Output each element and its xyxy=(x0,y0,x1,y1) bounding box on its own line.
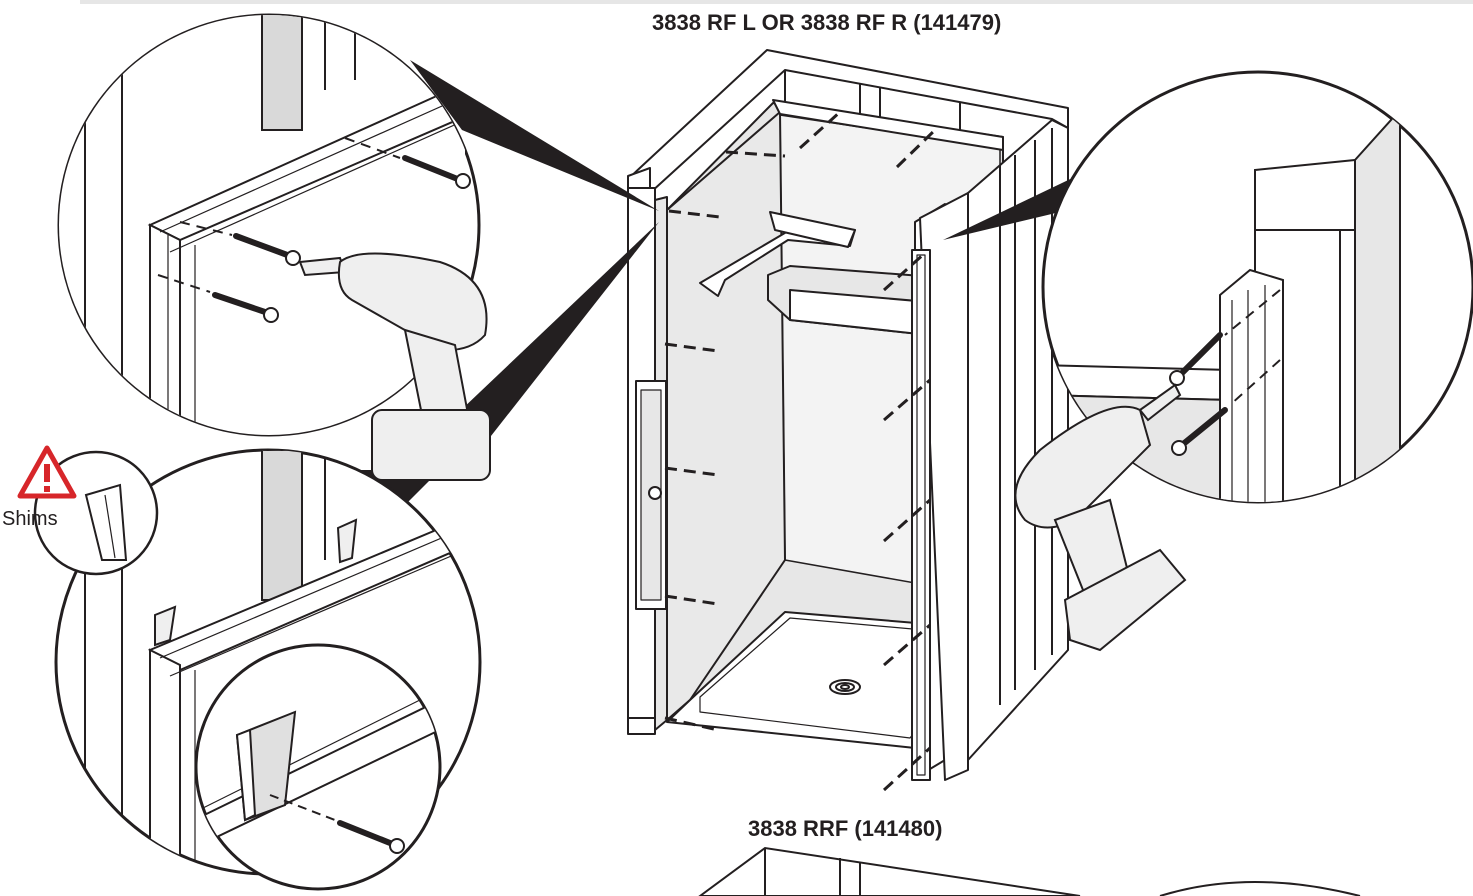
shim-detail-circle xyxy=(194,643,442,891)
shower-unit-drawing xyxy=(627,49,1069,781)
drill-icon xyxy=(298,252,491,481)
detail-circle-right xyxy=(1041,70,1473,504)
bottom-unit-partial xyxy=(698,846,1361,896)
detail-circle-top-left xyxy=(57,13,491,481)
warning-icon xyxy=(17,445,77,499)
screw-guide-lines xyxy=(664,110,937,792)
shims-label: Shims xyxy=(2,508,58,530)
model-title-top: 3838 RF L OR 3838 RF R (141479) xyxy=(652,10,1002,35)
drill-icon-right xyxy=(1014,383,1187,652)
page-top-border xyxy=(80,0,1473,4)
model-title-bottom: 3838 RRF (141480) xyxy=(748,816,943,841)
